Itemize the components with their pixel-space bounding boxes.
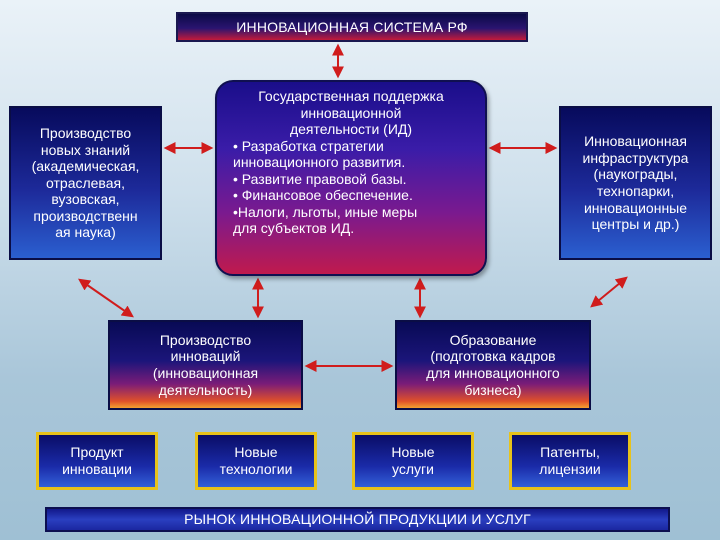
- box-line: (наукограды,: [593, 166, 678, 183]
- diagram-title-text: ИННОВАЦИОННАЯ СИСТЕМА РФ: [236, 18, 468, 35]
- center-bullet-line: инновационного развития.: [233, 154, 406, 171]
- center-heading-line: Государственная поддержка: [258, 88, 444, 104]
- box-line: Инновационная: [584, 133, 687, 150]
- center-heading-line: деятельности (ИД): [289, 121, 413, 138]
- center-bullet-line: • Разработка стратегии: [233, 137, 384, 154]
- product-line: технологии: [219, 461, 293, 477]
- product-box-services: Новые услуги: [352, 432, 474, 490]
- product-line: услуги: [392, 461, 434, 477]
- product-line: Продукт: [70, 444, 124, 461]
- center-heading-line: инновационной: [300, 104, 402, 121]
- box-line: Производство: [39, 125, 132, 142]
- arrow-right-midright: [590, 276, 628, 308]
- center-bullet-line: •Налоги, льготы, иные меры: [233, 203, 418, 220]
- box-line: Производство: [159, 331, 252, 348]
- box-line: новых знаний: [40, 141, 131, 158]
- box-line: производственн: [33, 207, 138, 224]
- product-box-innovation: Продукт инновации: [36, 432, 158, 490]
- box-line: технопарки,: [596, 183, 675, 199]
- box-line: центры и др.): [591, 216, 680, 233]
- center-bullet-line: • Развитие правовой базы.: [233, 170, 407, 187]
- box-line: ая наука): [55, 224, 116, 241]
- box-line: вузовская,: [51, 191, 120, 208]
- diagram-title: ИННОВАЦИОННАЯ СИСТЕМА РФ: [176, 12, 528, 42]
- product-line: Новые: [391, 444, 435, 461]
- product-line: Новые: [234, 444, 278, 461]
- box-line: для инновационного: [426, 365, 560, 381]
- box-line: (инновационная: [152, 365, 259, 381]
- market-bar: РЫНОК ИННОВАЦИОННОЙ ПРОДУКЦИИ И УСЛУГ: [45, 507, 670, 532]
- product-line: Патенты,: [540, 444, 600, 461]
- box-line: инновационные: [583, 199, 688, 216]
- product-box-patents: Патенты, лицензии: [509, 432, 631, 490]
- product-line: инновации: [62, 461, 132, 477]
- box-line: отраслевая,: [46, 174, 125, 191]
- center-bullet-line: для субъектов ИД.: [233, 220, 355, 237]
- box-line: (подготовка кадров: [430, 348, 556, 365]
- innovation-production-box: Производство инноваций (инновационная де…: [108, 320, 303, 410]
- innovation-infrastructure-box: Инновационная инфраструктура (наукограды…: [559, 106, 712, 260]
- box-line: инфраструктура: [582, 149, 689, 166]
- market-bar-text: РЫНОК ИННОВАЦИОННОЙ ПРОДУКЦИИ И УСЛУГ: [184, 511, 531, 528]
- center-bullet-line: • Финансовое обеспечение.: [233, 187, 413, 204]
- arrow-left-midleft: [78, 278, 134, 318]
- education-box: Образование (подготовка кадров для иннов…: [395, 320, 591, 410]
- box-line: инноваций: [170, 348, 241, 365]
- box-line: Образование: [449, 331, 537, 348]
- product-line: лицензии: [539, 461, 601, 477]
- box-line: бизнеса): [464, 381, 522, 398]
- box-line: (академическая,: [31, 158, 140, 175]
- box-line: деятельность): [158, 381, 253, 398]
- knowledge-production-box: Производство новых знаний (академическая…: [9, 106, 162, 260]
- state-support-box: Государственная поддержка инновационной …: [215, 80, 487, 276]
- product-box-technologies: Новые технологии: [195, 432, 317, 490]
